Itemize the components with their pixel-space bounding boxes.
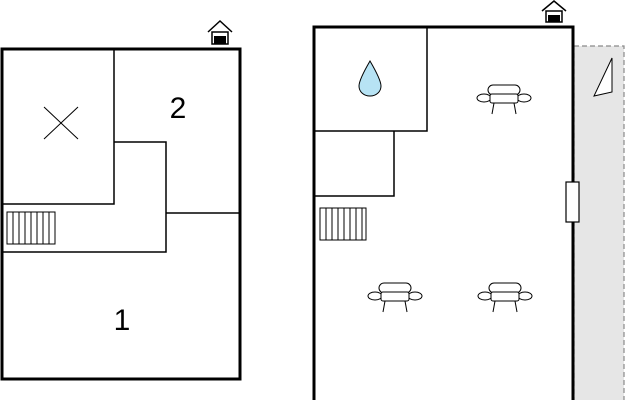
room-2-label: 2: [170, 92, 187, 125]
right-outer-wall: [312, 25, 575, 400]
x-mark-icon: [43, 106, 79, 140]
left-outer-wall: [0, 47, 242, 381]
water-drop-icon: [358, 60, 382, 97]
entrance-house-icon: [207, 19, 233, 45]
left-stair-wall: [2, 141, 167, 253]
sofa-icon: [367, 282, 423, 313]
sofa-icon: [477, 282, 533, 313]
left-floor-plan: 2 1: [0, 19, 242, 381]
room-1-label: 1: [114, 304, 131, 337]
bathroom-wall: [314, 27, 428, 132]
sofa-icon: [476, 84, 532, 115]
stairs-icon: [6, 211, 56, 245]
door-icon: [565, 181, 580, 223]
left-room-x-wall: [2, 49, 115, 205]
storage-wall: [314, 131, 395, 197]
entrance-house-icon: [541, 0, 567, 23]
terrace-area: [573, 45, 625, 400]
right-floor-plan: [312, 0, 625, 400]
stairs-icon: [319, 207, 367, 241]
triangle-icon: [593, 57, 613, 97]
